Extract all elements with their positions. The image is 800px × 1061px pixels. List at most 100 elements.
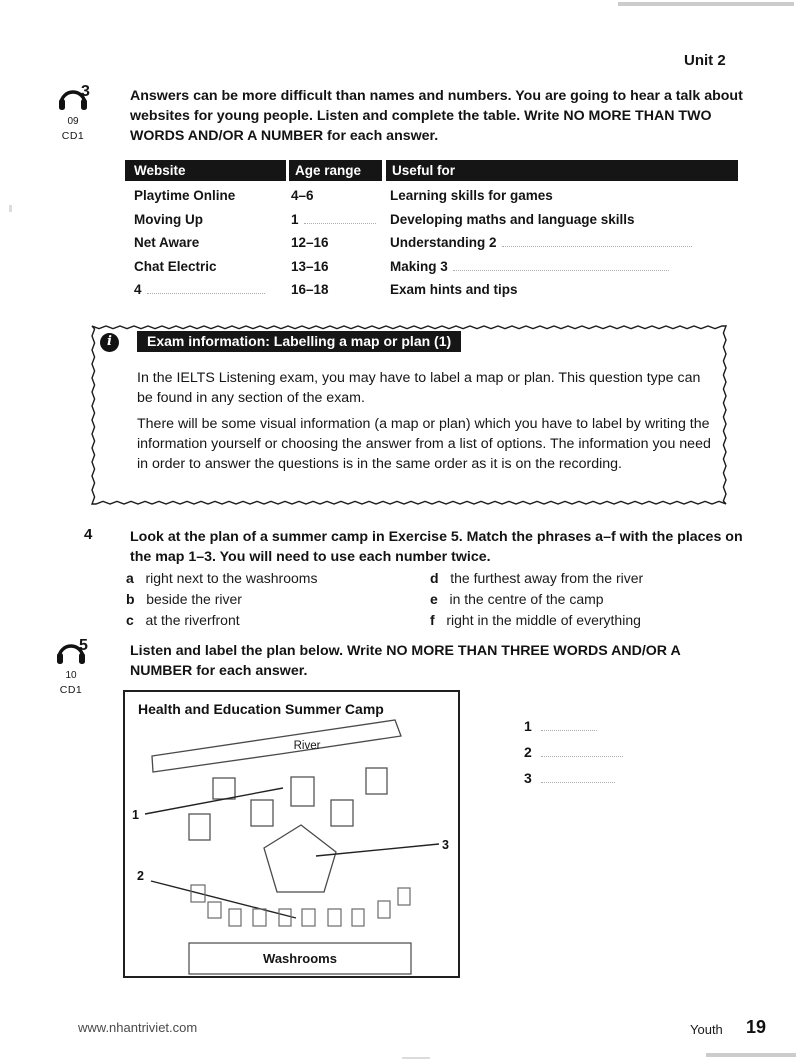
plan-label-2: 2 (137, 869, 144, 883)
table-header-useful-for: Useful for (386, 160, 738, 181)
instruction-text: for each answer. (323, 128, 439, 144)
instruction-caps: NO MORE THAN TWO WORDS AND/OR A NUMBER (130, 108, 712, 144)
option-letter: e (430, 591, 438, 607)
answer-number: 1 (524, 718, 532, 734)
exercise-number: 4 (84, 526, 93, 543)
hut-square (190, 884, 206, 903)
exercise3-instruction: Answers can be more difficult than names… (130, 86, 752, 146)
cell-age: 4–6 (291, 188, 314, 204)
scan-artifact (402, 1057, 430, 1059)
hut-square (228, 908, 242, 927)
exam-info-title: Exam information: Labelling a map or pla… (137, 331, 462, 352)
option-letter: f (430, 612, 435, 628)
answer-line: 1 (524, 718, 623, 744)
hut-square (252, 908, 267, 927)
scan-artifact (9, 205, 12, 212)
table-row: Moving Up 1 Developing maths and languag… (125, 208, 738, 232)
instruction-text: Listen and label the plan below. Write (130, 643, 387, 659)
footer-page-number: 19 (746, 1017, 767, 1037)
answer-line: 3 (524, 770, 623, 796)
washrooms-label: Washrooms (263, 951, 337, 966)
cell-useful: Developing maths and language skills (390, 211, 635, 227)
option-text: at the riverfront (145, 612, 240, 628)
pointer-line-1 (144, 787, 284, 815)
exercise-number: 5 (79, 637, 88, 654)
cell-useful: Learning skills for games (390, 188, 553, 204)
cell-website: 4 (134, 282, 142, 298)
option-item: b beside the river (126, 589, 317, 610)
exercise5-instruction: Listen and label the plan below. Write N… (130, 641, 722, 681)
table-row: Chat Electric 13–16 Making 3 (125, 255, 738, 279)
plan-title: Health and Education Summer Camp (138, 701, 384, 717)
river-shape (151, 719, 402, 773)
audio-badge-exercise5: 5 10 CD1 (42, 637, 100, 696)
cell-website: Playtime Online (134, 188, 236, 204)
zigzag-border (90, 325, 728, 505)
hut-square (377, 900, 391, 919)
hut-square (278, 908, 292, 927)
table-row: 4 16–18 Exam hints and tips (125, 278, 738, 302)
cabin-square (365, 767, 388, 795)
cell-age: 16–18 (291, 282, 329, 298)
pentagon-building (263, 824, 337, 893)
hut-square (207, 901, 222, 919)
option-text: in the centre of the camp (449, 591, 604, 607)
cell-age: 13–16 (291, 258, 329, 274)
audio-badge-exercise3: 3 09 CD1 (44, 83, 102, 142)
cell-useful: Exam hints and tips (390, 282, 518, 298)
answer-blank-2 (501, 235, 692, 248)
headphones-icon (54, 637, 88, 670)
exam-info-box: i Exam information: Labelling a map or p… (88, 322, 730, 508)
washrooms-building (188, 942, 412, 975)
websites-table: Website Age range Useful for Playtime On… (125, 160, 738, 302)
answer-blank-1 (303, 212, 376, 224)
option-letter: c (126, 612, 134, 628)
hut-square (327, 908, 342, 927)
footer-url: www.nhantriviet.com (78, 1020, 198, 1035)
pointer-line-2 (150, 880, 297, 919)
river-label: River (294, 740, 321, 752)
hut-square (301, 908, 316, 927)
instruction-text: Answers can be more difficult than names… (130, 88, 743, 124)
exercise-number: 3 (81, 83, 90, 100)
option-item: d the furthest away from the river (430, 568, 643, 589)
cd-label: CD1 (61, 130, 85, 142)
cd-label: CD1 (59, 684, 83, 696)
answer-blank (541, 745, 623, 757)
plan-label-3: 3 (442, 838, 449, 852)
option-letter: d (430, 570, 439, 586)
answer-number: 2 (524, 744, 532, 760)
option-text: right next to the washrooms (145, 570, 318, 586)
plan-drawing: River 1 3 2 (132, 719, 449, 975)
option-item: e in the centre of the camp (430, 589, 643, 610)
hut-square (351, 908, 365, 927)
exercise4-options-right: d the furthest away from the river e in … (430, 568, 643, 631)
answer-blank (541, 771, 615, 783)
answer-blank-4 (146, 282, 265, 295)
instruction-caps: NO MORE THAN THREE WORDS AND/OR A NUMBER (130, 643, 681, 679)
option-text: beside the river (146, 591, 242, 607)
pointer-line-3 (315, 843, 440, 857)
scan-artifact (706, 1053, 796, 1057)
option-item: c at the riverfront (126, 610, 317, 631)
option-text: the furthest away from the river (450, 570, 644, 586)
table-row: Net Aware 12–16 Understanding 2 (125, 231, 738, 255)
option-text: right in the middle of everything (446, 612, 641, 628)
headphones-icon (56, 83, 90, 116)
footer-section-label: Youth (690, 1022, 723, 1037)
info-icon: i (100, 333, 119, 352)
option-item: f right in the middle of everything (430, 610, 643, 631)
exam-info-paragraph: There will be some visual information (a… (137, 416, 711, 472)
answer-blank-3 (452, 259, 669, 271)
exercise5-answer-lines: 1 2 3 (524, 718, 623, 796)
table-row: Playtime Online 4–6 Learning skills for … (125, 184, 738, 208)
cell-age: 1 (291, 211, 299, 227)
scan-artifact (618, 2, 794, 6)
exercise4-options-left: a right next to the washrooms b beside t… (126, 568, 317, 631)
answer-line: 2 (524, 744, 623, 770)
hut-square (397, 887, 411, 906)
unit-header: Unit 2 (684, 52, 726, 69)
option-letter: a (126, 570, 134, 586)
cabin-square (250, 799, 274, 827)
